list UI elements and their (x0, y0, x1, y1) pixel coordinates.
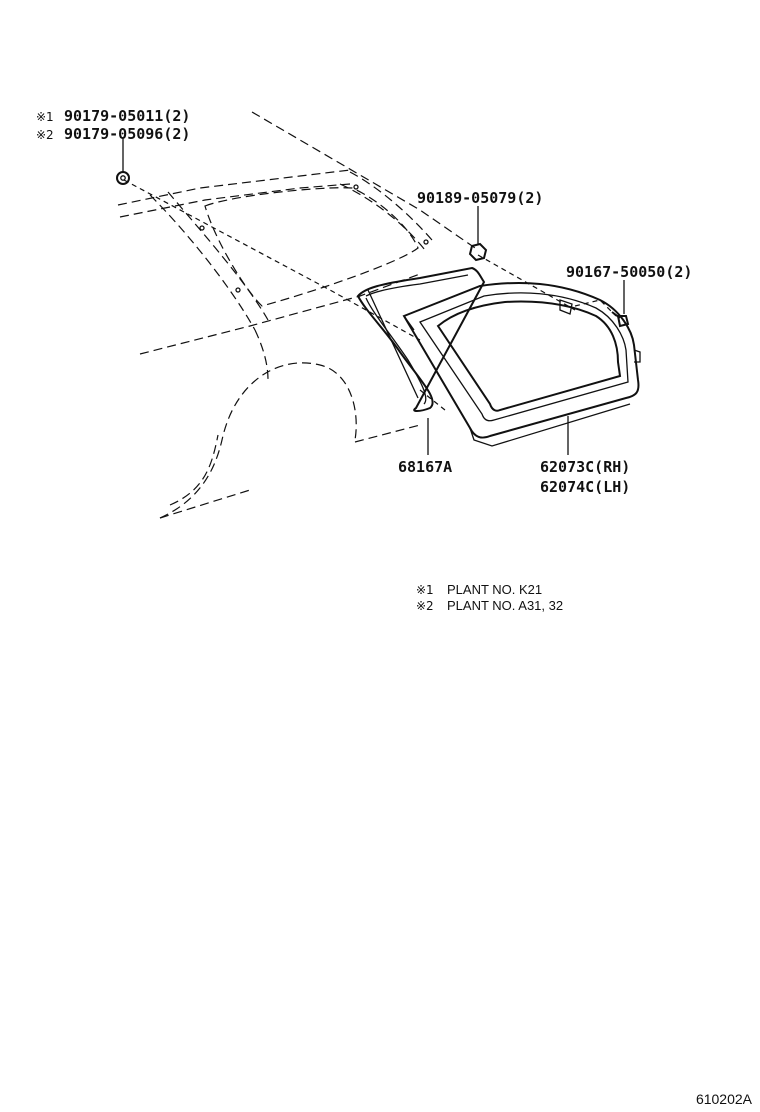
weatherstrip-part (356, 266, 486, 412)
note-2-mark: ※2 (416, 599, 434, 613)
clip-k21-part-number: 90179-05011(2) (64, 107, 190, 125)
screw-fastener (611, 280, 630, 328)
figure-code: 610202A (696, 1091, 753, 1107)
note-1-mark: ※1 (416, 583, 434, 597)
note-2-text: PLANT NO. A31, 32 (447, 598, 563, 613)
clip-k21-mark: ※1 (36, 110, 54, 124)
nut-part-number: 90189-05079(2) (417, 189, 543, 207)
vehicle-body-outline (117, 111, 479, 519)
clip-fastener (116, 138, 130, 185)
clip-a31-part-number: 90179-05096(2) (64, 125, 190, 143)
note-1-text: PLANT NO. K21 (447, 582, 542, 597)
screw-part-number: 90167-50050(2) (566, 263, 692, 281)
glass-rh-part-number: 62073C(RH) (540, 458, 630, 476)
weatherstrip-part-number: 68167A (398, 458, 452, 476)
clip-a31-mark: ※2 (36, 128, 54, 142)
quarter-glass-part (402, 281, 641, 447)
nut-fastener (468, 206, 488, 262)
glass-lh-part-number: 62074C(LH) (540, 478, 630, 496)
